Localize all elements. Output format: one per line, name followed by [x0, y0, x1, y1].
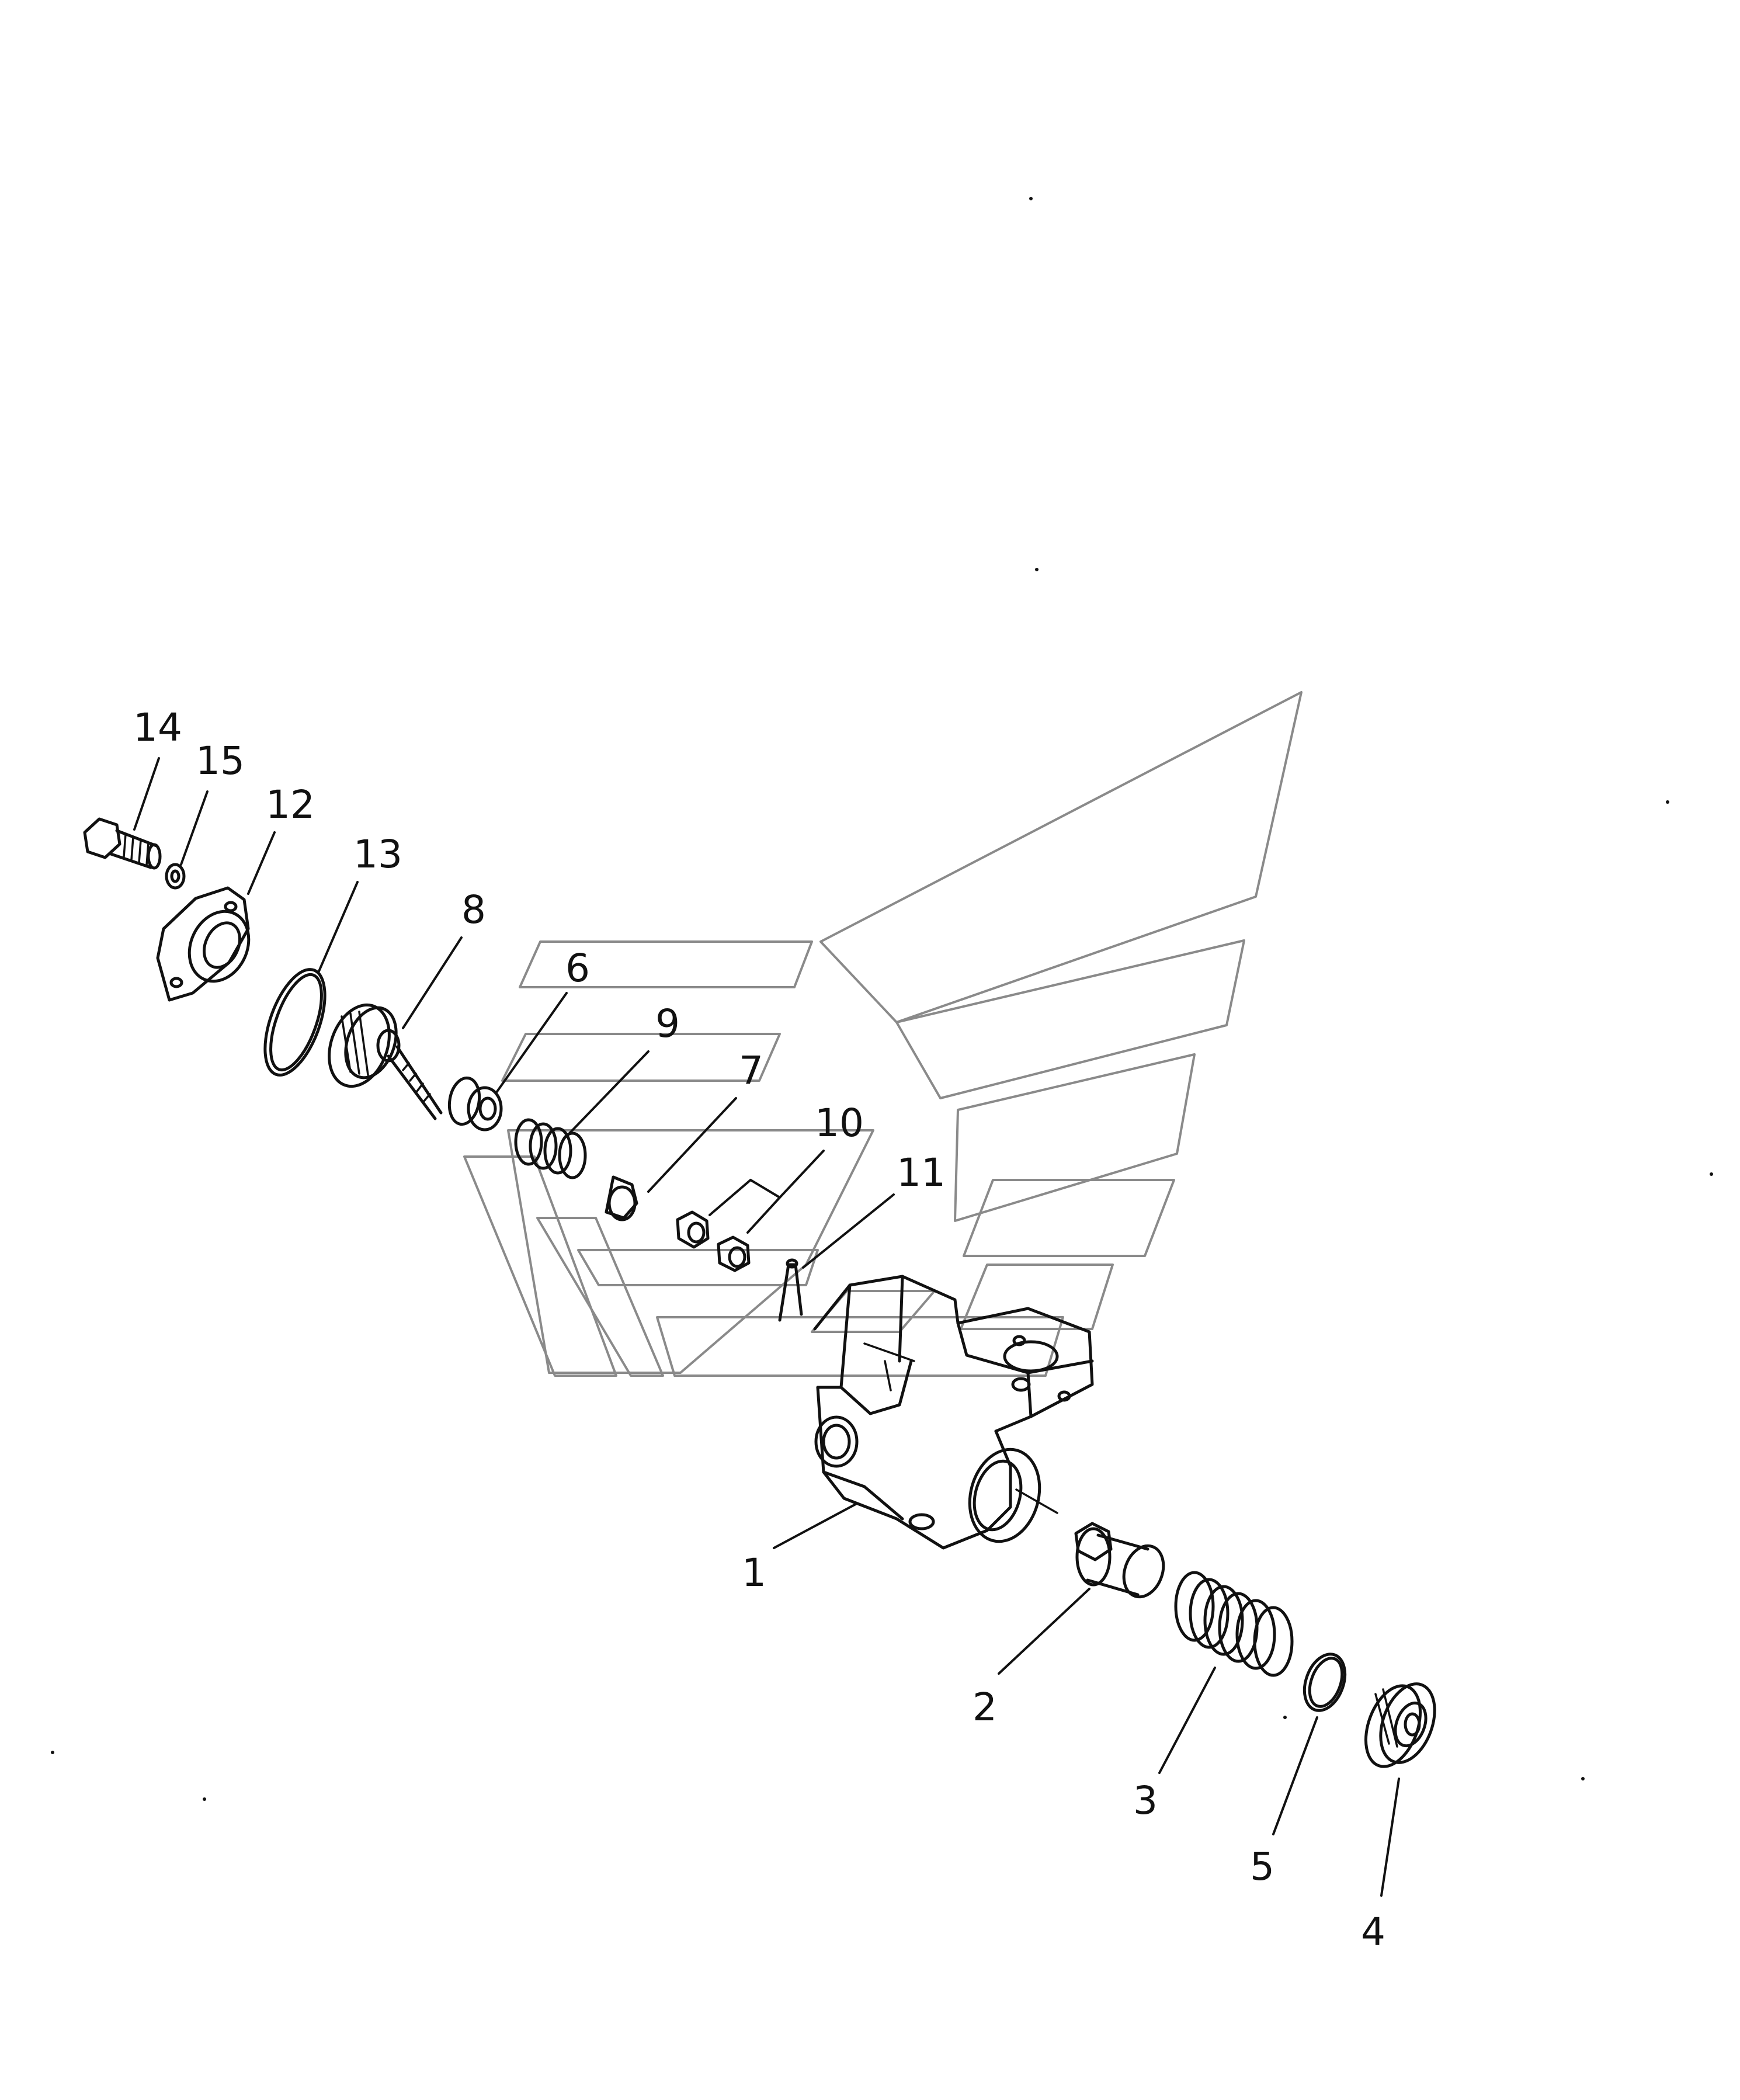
plug-part — [1364, 1682, 1436, 1768]
callout-5: 5 — [1250, 1844, 1274, 1889]
leader-14 — [133, 757, 160, 831]
callout-10: 10 — [815, 1101, 864, 1146]
leader-2 — [998, 1588, 1090, 1675]
cap-part — [447, 1076, 503, 1131]
leader-9 — [568, 1050, 650, 1134]
leader-lines — [133, 757, 1400, 1897]
bolt-part — [83, 817, 162, 870]
spring-small-part — [514, 1118, 587, 1179]
callout-2: 2 — [973, 1685, 997, 1730]
callout-14: 14 — [133, 705, 182, 750]
callout-4: 4 — [1361, 1910, 1385, 1955]
leader-7 — [647, 1097, 737, 1193]
callout-labels: 14 15 12 13 8 6 9 7 10 11 1 2 3 5 4 — [133, 705, 1385, 1955]
valve-body-part — [813, 1275, 1094, 1550]
callout-7: 7 — [739, 1048, 763, 1093]
leader-15 — [180, 790, 209, 866]
washer-part — [165, 863, 186, 890]
scan-specks — [51, 197, 1713, 1801]
callout-8: 8 — [461, 887, 486, 932]
callout-11: 11 — [897, 1150, 946, 1195]
leader-10 — [746, 1150, 825, 1234]
leader-8 — [402, 936, 463, 1029]
leader-12 — [247, 831, 276, 895]
watermark-logo — [463, 691, 1303, 1377]
callout-9: 9 — [655, 1001, 680, 1046]
leader-10b — [749, 1179, 781, 1199]
spring-large-part — [1174, 1571, 1294, 1677]
leader-13 — [317, 881, 359, 974]
leader-6 — [495, 992, 568, 1094]
o-ring-large-part — [263, 968, 327, 1077]
callout-15: 15 — [196, 738, 245, 783]
flange-cover-part — [156, 886, 251, 1002]
callout-12: 12 — [266, 782, 315, 827]
sleeve-part — [605, 1175, 638, 1221]
o-ring-small-part — [1303, 1653, 1347, 1712]
leader-5 — [1272, 1716, 1318, 1835]
leader-10c — [708, 1179, 752, 1216]
callout-3: 3 — [1133, 1778, 1158, 1823]
leader-3 — [1158, 1667, 1216, 1774]
callout-1: 1 — [742, 1550, 766, 1595]
plug-with-stem-part — [328, 1003, 443, 1120]
piston-part — [1074, 1522, 1165, 1599]
callout-13: 13 — [353, 832, 402, 877]
leader-4 — [1380, 1778, 1400, 1897]
leader-1 — [773, 1503, 857, 1549]
callout-6: 6 — [565, 946, 590, 991]
nut-part — [676, 1210, 751, 1272]
pin-part — [778, 1258, 803, 1322]
leader-11 — [802, 1193, 895, 1269]
